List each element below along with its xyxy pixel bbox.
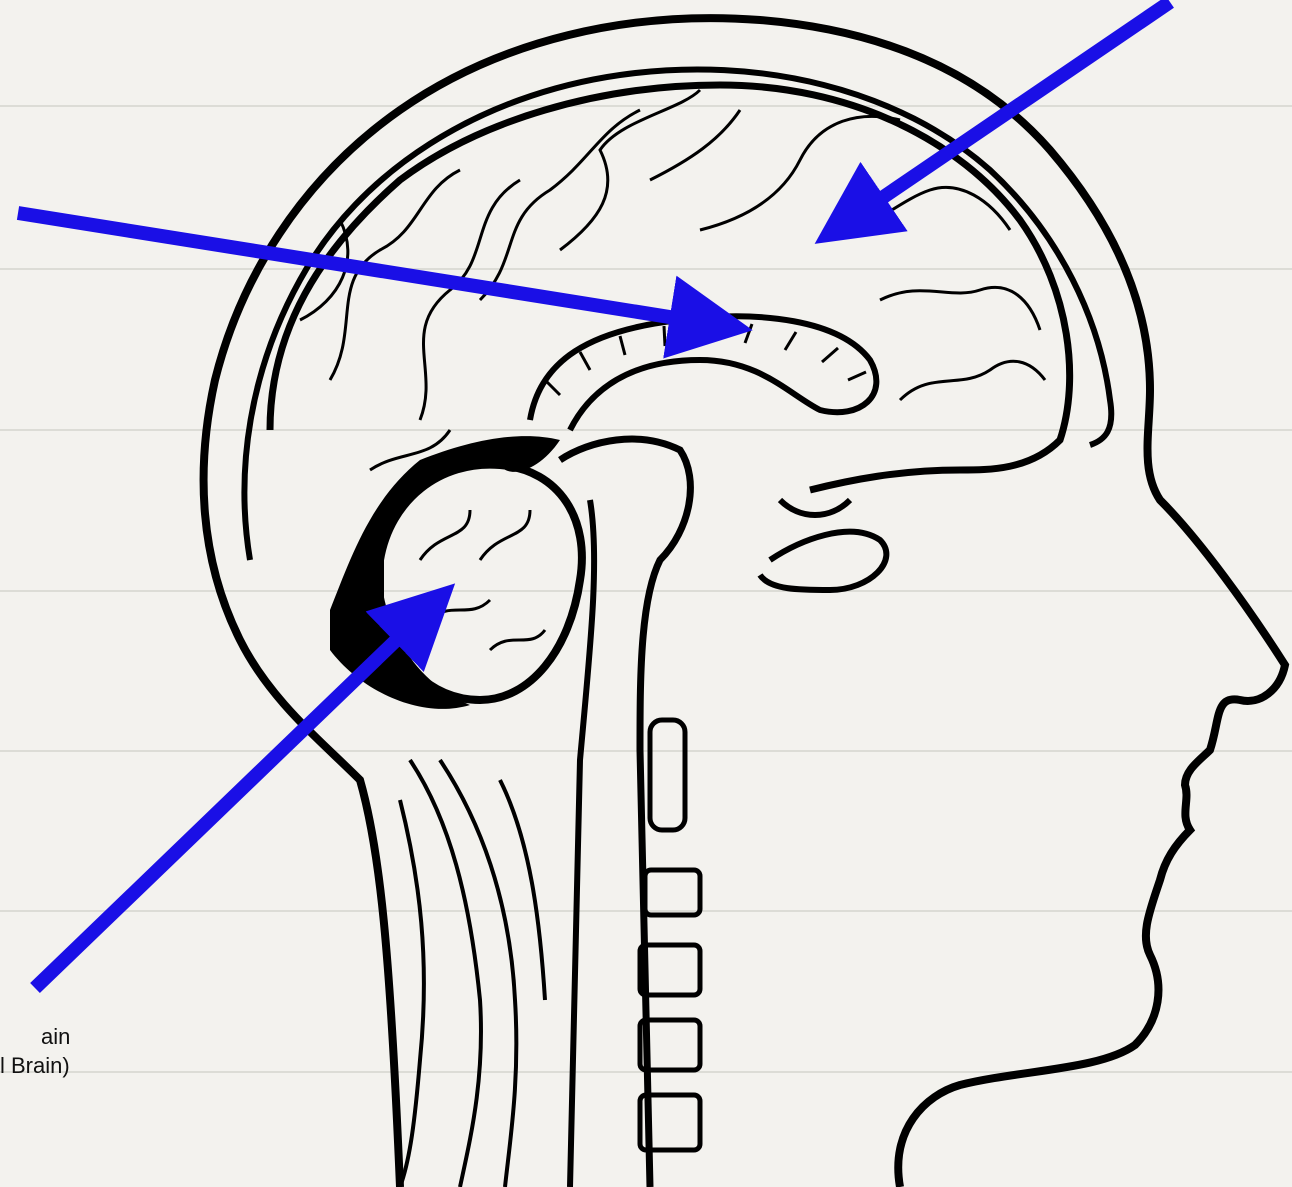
cerebellum-folds bbox=[420, 510, 545, 650]
pituitary-region bbox=[780, 500, 850, 515]
limbic-arrow bbox=[18, 213, 732, 327]
corpus-callosum bbox=[530, 316, 876, 430]
hindbrain-label-line1: ain bbox=[41, 1024, 70, 1050]
hindbrain-label-line2: l Brain) bbox=[0, 1053, 70, 1079]
palate bbox=[760, 532, 886, 590]
hindbrain-arrow bbox=[35, 598, 440, 988]
neck-muscles bbox=[400, 760, 545, 1187]
